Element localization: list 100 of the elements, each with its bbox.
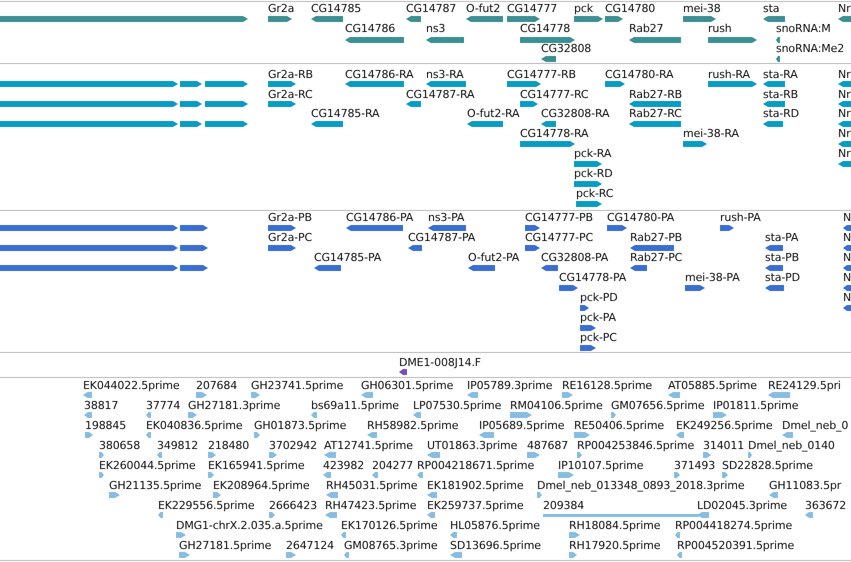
feature-label: CG14777-PC bbox=[525, 231, 593, 244]
feature-label: Gr2a-RC bbox=[268, 88, 312, 101]
feature-label: 371493 bbox=[674, 459, 716, 472]
feature-label: RP004218671.5prime bbox=[417, 459, 534, 472]
feature-label: snoRNA:Me2 bbox=[776, 42, 844, 55]
feature-label: GH27181.3prime bbox=[188, 399, 280, 412]
feature-label: N bbox=[843, 251, 851, 264]
feature-label: Nr bbox=[838, 2, 850, 15]
feature-label: Nr bbox=[838, 127, 850, 140]
feature-label: 3702942 bbox=[269, 439, 317, 452]
feature-label: EK181902.5prime bbox=[427, 479, 524, 492]
feature-label: Gr2a-RB bbox=[268, 68, 313, 81]
feature-label: IP05689.5prime bbox=[479, 419, 564, 432]
feature-label: AT12741.5prime bbox=[324, 439, 413, 452]
feature-label: EK208964.5prime bbox=[213, 479, 310, 492]
feature-label: GH11083.5pr bbox=[769, 479, 842, 492]
feature-label: CG14778 bbox=[520, 22, 570, 35]
feature-label: N bbox=[843, 271, 851, 284]
feature-label: 2666423 bbox=[269, 499, 317, 512]
feature-label: CG14777 bbox=[507, 2, 558, 15]
feature-label: EK044022.5prime bbox=[83, 379, 180, 392]
feature-label: mei-38 bbox=[683, 2, 721, 15]
feature-label: Dmel_neb_0 bbox=[782, 419, 848, 432]
feature-label: EK040836.5prime bbox=[146, 419, 242, 432]
feature-label: bs69a11.5prime bbox=[311, 399, 399, 412]
feature-label: CG14780-RA bbox=[605, 68, 674, 81]
feature-label: Nr bbox=[838, 107, 850, 120]
feature-label: HL05876.5prime bbox=[450, 519, 540, 532]
feature-label: RH17920.5prime bbox=[569, 539, 660, 552]
feature-label: EK229556.5prime bbox=[158, 499, 254, 512]
feature-label: Rab27-PC bbox=[630, 251, 682, 264]
feature-label: GH21135.5prime bbox=[109, 479, 202, 492]
feature-label: DMG1-chrX.2.035.a.5prime bbox=[176, 519, 323, 532]
feature-label: sta-PD bbox=[765, 271, 800, 284]
feature-label: Rab27-PB bbox=[630, 231, 682, 244]
feature-label: Gr2a bbox=[268, 2, 294, 15]
feature-label: pck bbox=[574, 2, 593, 15]
feature-label: O-fut2-PA bbox=[468, 251, 520, 264]
feature-label: mei-38-RA bbox=[683, 127, 739, 140]
feature-label: 423982 bbox=[323, 459, 364, 472]
feature-label: sta bbox=[763, 2, 780, 15]
feature-label: EK259737.5prime bbox=[427, 499, 524, 512]
feature-label: rush-PA bbox=[720, 211, 761, 224]
feature-label: pck-RA bbox=[574, 147, 612, 160]
feature-label: O-fut2 bbox=[466, 2, 500, 15]
feature-label: CG32808 bbox=[541, 42, 592, 55]
feature-label: CG14777-RB bbox=[507, 68, 576, 81]
feature-label: EK170126.5prime bbox=[341, 519, 438, 532]
feature-label: Rab27 bbox=[629, 22, 664, 35]
feature-label: 38817 bbox=[84, 399, 118, 412]
feature-label: CG14787 bbox=[406, 2, 456, 15]
feature-label: UT01863.3prime bbox=[427, 439, 518, 452]
feature-label: CG14786-PA bbox=[346, 211, 414, 224]
feature-label: RH45031.5prime bbox=[326, 479, 418, 492]
feature-label: rush-RA bbox=[708, 68, 750, 81]
feature-label: RP004418274.5prime bbox=[675, 519, 792, 532]
feature-label: Nr bbox=[838, 147, 850, 160]
feature-label: 209384 bbox=[543, 499, 584, 512]
feature-label: EK260044.5prime bbox=[99, 459, 196, 472]
feature-label: Rab27-RC bbox=[629, 107, 682, 120]
feature-label: pck-RC bbox=[576, 187, 614, 200]
feature-label: 198845 bbox=[85, 419, 126, 432]
feature-label: IP10107.5prime bbox=[558, 459, 644, 472]
feature-label: RE16128.5prime bbox=[562, 379, 652, 392]
feature-label: CG14777-PB bbox=[525, 211, 593, 224]
feature-label: LD02045.3prime bbox=[697, 499, 788, 512]
feature-label: GH06301.5prime bbox=[361, 379, 454, 392]
feature-label: CG14785 bbox=[311, 2, 362, 15]
feature-label: N bbox=[843, 291, 851, 304]
feature-label: Nr bbox=[838, 68, 850, 81]
feature-label: CG14785-PA bbox=[314, 251, 382, 264]
feature-label: 37774 bbox=[146, 399, 180, 412]
feature-label: DME1-008J14.F bbox=[399, 356, 481, 369]
feature-label: Rab27-RB bbox=[629, 88, 682, 101]
feature-label: CG14780-PA bbox=[607, 211, 674, 224]
feature-label: mei-38-PA bbox=[685, 271, 740, 284]
feature-label: sta-PB bbox=[765, 251, 800, 264]
feature-label: SD22828.5prime bbox=[722, 459, 813, 472]
feature-label: RH18084.5prime bbox=[569, 519, 660, 532]
feature-label: Nr bbox=[838, 88, 850, 101]
feature-label: RP004520391.5prime bbox=[677, 539, 794, 552]
feature-label: EK249256.5prime bbox=[676, 419, 772, 432]
feature-label: sta-RD bbox=[763, 107, 799, 120]
feature-label: CG14786 bbox=[345, 22, 396, 35]
feature-label: 207684 bbox=[196, 379, 238, 392]
feature-label: sta-RA bbox=[763, 68, 798, 81]
feature-label: sta-PA bbox=[765, 231, 798, 244]
feature-label: Dmel_neb_0140 bbox=[748, 439, 835, 452]
feature-label: RH47423.5prime bbox=[325, 499, 416, 512]
feature-label: GM07656.5prime bbox=[611, 399, 704, 412]
feature-label: CG14785-RA bbox=[311, 107, 380, 120]
feature-label: GH23741.5prime bbox=[251, 379, 344, 392]
feature-label: RH58982.5prime bbox=[367, 419, 458, 432]
feature-label: O-fut2-RA bbox=[467, 107, 520, 120]
feature-label: pck-PC bbox=[580, 331, 617, 344]
feature-label: CG14778-RA bbox=[520, 127, 588, 140]
feature-label: RE50406.5prime bbox=[574, 419, 664, 432]
feature-label: CG14786-RA bbox=[345, 68, 414, 81]
feature-label: pck-PA bbox=[580, 311, 616, 324]
feature-label: GH01873.5prime bbox=[254, 419, 346, 432]
